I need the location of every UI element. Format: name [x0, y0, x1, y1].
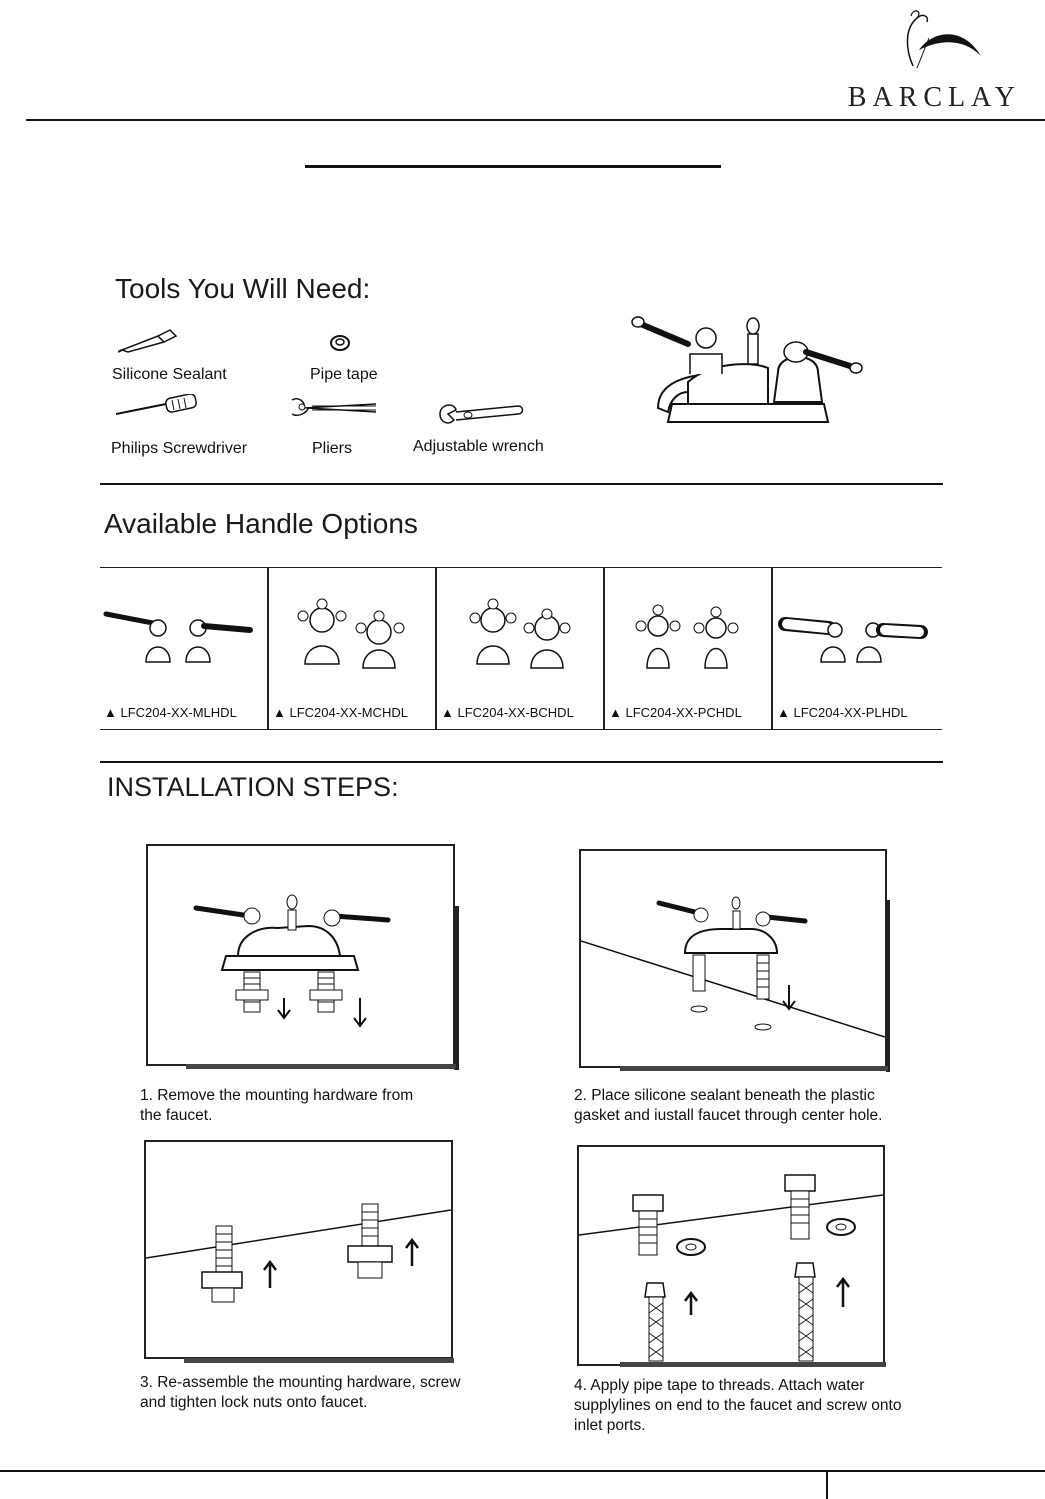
screwdriver-icon: [116, 394, 197, 415]
handle-option-label: ▲ LFC204-XX-PLHDL: [777, 705, 908, 720]
frame-shadow: [620, 1066, 888, 1071]
sealant-tube-icon: [118, 329, 178, 353]
handles-divider: [100, 761, 943, 763]
cross-handle-icon: [635, 604, 739, 669]
tool-label-pipe-tape: Pipe tape: [310, 366, 378, 383]
pipe-tape-icon: [330, 335, 350, 351]
handle-option-label: ▲ LFC204-XX-MCHDL: [273, 705, 408, 720]
step-2-text: 2. Place silicone sealant beneath the pl…: [574, 1087, 883, 1124]
handle-option-cell: ▲ LFC204-XX-MLHDL: [100, 568, 269, 729]
step-3-illustration: [144, 1140, 453, 1359]
handle-option-label: ▲ LFC204-XX-BCHDL: [441, 705, 574, 720]
cross-handle-icon: [297, 598, 405, 669]
header-divider: [26, 119, 1045, 121]
handle-option-label: ▲ LFC204-XX-PCHDL: [609, 705, 742, 720]
handle-option-cell: ▲ LFC204-XX-PCHDL: [605, 568, 773, 729]
frame-shadow: [186, 1064, 456, 1069]
step-2-illustration: [579, 849, 887, 1068]
handle-option-label: ▲ LFC204-XX-MLHDL: [104, 705, 237, 720]
frame-shadow: [886, 900, 890, 1072]
tool-label-pliers: Pliers: [312, 440, 353, 457]
handle-options-table: ▲ LFC204-XX-MLHDL ▲ LFC204-XX-MCHDL ▲ LF…: [100, 567, 942, 730]
frame-shadow: [454, 906, 459, 1070]
tool-label-sealant: Silicone Sealant: [112, 366, 227, 383]
step-4-text: 4. Apply pipe tape to threads. Attach wa…: [574, 1377, 902, 1434]
faucet-illustration: [631, 316, 863, 423]
step-1-text: 1. Remove the mounting hardware from the…: [140, 1087, 414, 1124]
tools-title: Tools You Will Need:: [115, 273, 371, 304]
handle-option-cell: ▲ LFC204-XX-BCHDL: [437, 568, 605, 729]
cross-handle-icon: [469, 598, 571, 669]
lever-handle-icon: [778, 617, 928, 663]
lever-handle-icon: [103, 611, 253, 663]
step-3-text: 3. Re-assemble the mounting hardware, sc…: [140, 1374, 461, 1411]
pliers-icon: [291, 397, 377, 417]
handles-title: Available Handle Options: [104, 508, 418, 539]
frame-shadow: [184, 1358, 454, 1363]
installation-title: INSTALLATION STEPS:: [107, 772, 399, 802]
handle-option-cell: ▲ LFC204-XX-MCHDL: [269, 568, 437, 729]
tools-divider: [100, 483, 943, 485]
frame-shadow: [620, 1362, 886, 1367]
tool-label-screwdriver: Philips Screwdriver: [111, 440, 248, 457]
handle-option-cell: ▲ LFC204-XX-PLHDL: [773, 568, 942, 729]
swan-logo-icon: [906, 10, 981, 69]
step-1-illustration: [146, 844, 455, 1066]
tool-label-wrench: Adjustable wrench: [413, 438, 544, 455]
footer-divider: [0, 1470, 1045, 1472]
brand-name: BARCLAY: [847, 82, 1021, 113]
title-underline: [305, 165, 721, 168]
wrench-icon: [439, 404, 524, 424]
footer-separator: [826, 1470, 828, 1499]
step-4-illustration: [577, 1145, 885, 1366]
